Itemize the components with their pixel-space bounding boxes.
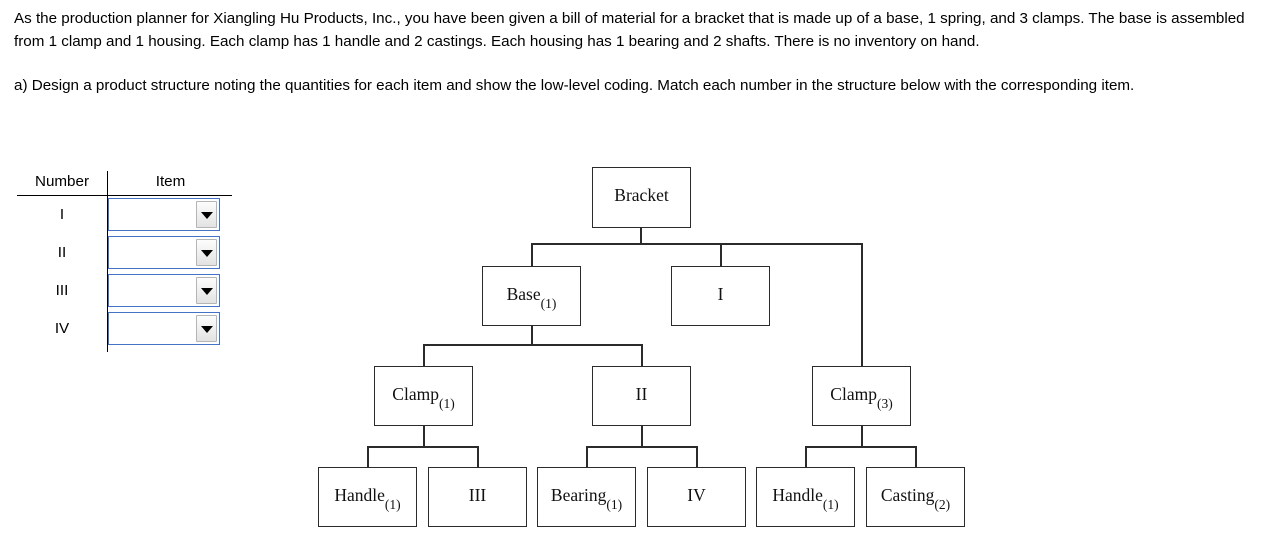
connector-to-handle-b xyxy=(805,446,807,467)
item-select-2[interactable] xyxy=(108,236,220,269)
connector-to-casting xyxy=(915,446,917,467)
matching-table: Number Item I II III IV xyxy=(17,170,232,360)
node-handle-a-label: Handle xyxy=(334,484,385,505)
node-item-iv-label: IV xyxy=(687,484,706,505)
node-handle-a: Handle(1) xyxy=(318,467,417,527)
item-select-4-value xyxy=(113,313,193,344)
node-clamp3: Clamp(3) xyxy=(812,366,911,426)
connector-to-item-iv xyxy=(696,446,698,467)
connector-base-stem xyxy=(531,325,533,344)
table-column-divider xyxy=(107,171,108,352)
node-item-i: I xyxy=(671,266,770,326)
row-number-2: II xyxy=(57,244,67,261)
connector-to-item-i xyxy=(720,243,722,267)
node-handle-b-label: Handle xyxy=(772,484,823,505)
node-handle-b-qty: (1) xyxy=(822,497,839,513)
item-select-4[interactable] xyxy=(108,312,220,345)
node-base-label: Base xyxy=(506,283,541,304)
connector-item-ii-stem xyxy=(641,425,643,446)
node-bearing-label: Bearing xyxy=(550,484,607,505)
row-number-4: IV xyxy=(54,320,70,337)
node-casting: Casting(2) xyxy=(866,467,965,527)
connector-bracket-stem xyxy=(640,228,642,244)
connector-to-handle-a xyxy=(367,446,369,467)
node-bearing-qty: (1) xyxy=(606,497,623,513)
row-number-1: I xyxy=(59,206,65,223)
chevron-down-icon[interactable] xyxy=(196,201,217,228)
connector-clamp3-stem xyxy=(861,425,863,446)
connector-to-item-ii xyxy=(641,344,643,367)
node-casting-qty: (2) xyxy=(934,497,951,513)
table-header-rule xyxy=(17,195,232,196)
row-number-3: III xyxy=(55,282,69,299)
node-clamp3-label: Clamp xyxy=(830,383,877,404)
item-select-1[interactable] xyxy=(108,198,220,231)
node-item-iii: III xyxy=(428,467,527,527)
node-base-qty: (1) xyxy=(540,296,557,312)
node-item-ii: II xyxy=(592,366,691,426)
prompt-paragraph-1: As the production planner for Xiangling … xyxy=(14,10,1245,50)
column-header-item: Item xyxy=(155,173,186,190)
connector-clamp3-bus xyxy=(805,446,916,448)
connector-clamp1-stem xyxy=(423,425,425,446)
item-select-1-value xyxy=(113,199,193,230)
node-item-iv: IV xyxy=(647,467,746,527)
node-bearing: Bearing(1) xyxy=(537,467,636,527)
node-casting-label: Casting xyxy=(880,484,935,505)
item-select-2-value xyxy=(113,237,193,268)
item-select-3[interactable] xyxy=(108,274,220,307)
connector-item-ii-bus xyxy=(586,446,697,448)
connector-to-base xyxy=(531,243,533,267)
node-item-i-label: I xyxy=(717,283,724,304)
node-item-ii-label: II xyxy=(635,383,648,404)
node-clamp1-label: Clamp xyxy=(392,383,439,404)
node-base: Base(1) xyxy=(482,266,581,326)
connector-to-item-iii xyxy=(477,446,479,467)
node-handle-a-qty: (1) xyxy=(384,497,401,513)
connector-to-clamp1 xyxy=(423,344,425,367)
connector-level2-bus xyxy=(423,344,642,346)
node-bracket: Bracket xyxy=(592,167,691,228)
item-select-3-value xyxy=(113,275,193,306)
node-bracket-label: Bracket xyxy=(614,185,669,206)
connector-to-clamp3 xyxy=(861,243,863,367)
node-item-iii-label: III xyxy=(468,484,487,505)
chevron-down-icon[interactable] xyxy=(196,315,217,342)
problem-statement: As the production planner for Xiangling … xyxy=(14,8,1262,98)
connector-clamp1-bus xyxy=(367,446,478,448)
node-handle-b: Handle(1) xyxy=(756,467,855,527)
node-clamp1-qty: (1) xyxy=(438,396,455,412)
connector-level1-bus xyxy=(531,243,862,245)
node-clamp1: Clamp(1) xyxy=(374,366,473,426)
node-clamp3-qty: (3) xyxy=(876,396,893,412)
connector-to-bearing xyxy=(586,446,588,467)
chevron-down-icon[interactable] xyxy=(196,277,217,304)
chevron-down-icon[interactable] xyxy=(196,239,217,266)
prompt-paragraph-2: a) Design a product structure noting the… xyxy=(14,77,1135,94)
column-header-number: Number xyxy=(34,173,90,190)
